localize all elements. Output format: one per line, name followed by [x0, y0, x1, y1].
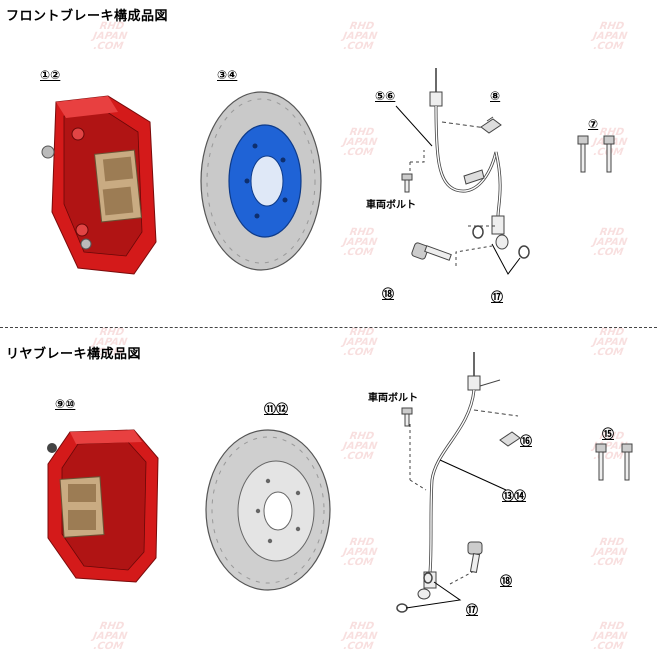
front-banjo-bolt: [411, 242, 452, 261]
callout-rear-washers: ⑰: [466, 603, 479, 617]
rear-brake-hose: [396, 352, 519, 613]
callout-rear-caliper: ⑨⑩: [55, 397, 76, 411]
front-brake-hose: [395, 68, 530, 275]
callout-rear-hose: ⑬⑭: [502, 489, 527, 503]
rear-vehicle-bolt: [401, 407, 413, 427]
callout-rear-bolts: ⑮: [602, 427, 615, 441]
rear-caliper: [47, 429, 159, 583]
front-vehicle-bolt-label: 車両ボルト: [366, 200, 416, 211]
callout-front-caliper: ①②: [40, 68, 61, 82]
callout-front-clip: ⑧: [490, 89, 501, 103]
rear-section-title: リヤブレーキ構成品図: [6, 347, 142, 362]
section-divider: [0, 327, 657, 328]
callout-rear-banjo-bolt: ⑱: [500, 574, 513, 588]
rear-vehicle-bolt-label: 車両ボルト: [368, 393, 418, 404]
callout-front-rotor: ③④: [217, 68, 238, 82]
callout-front-hose: ⑤⑥: [375, 89, 396, 103]
front-caliper-bolts: [577, 135, 615, 173]
rear-hose-clip: [499, 431, 521, 447]
callout-rear-rotor: ⑪⑫: [264, 402, 289, 416]
front-vehicle-bolt: [401, 173, 413, 193]
front-rotor: [200, 91, 322, 271]
front-section-title: フロントブレーキ構成品図: [6, 9, 169, 24]
front-caliper: [41, 95, 157, 275]
callout-front-washers: ⑰: [491, 290, 504, 304]
callout-rear-clip: ⑯: [520, 434, 533, 448]
rear-caliper-bolts: [595, 443, 633, 481]
callout-front-bolts: ⑦: [588, 117, 599, 131]
rear-rotor: [205, 429, 331, 591]
callout-front-banjo-bolt: ⑱: [382, 287, 395, 301]
rear-banjo-bolt: [467, 541, 483, 573]
front-hose-clip: [480, 116, 502, 134]
